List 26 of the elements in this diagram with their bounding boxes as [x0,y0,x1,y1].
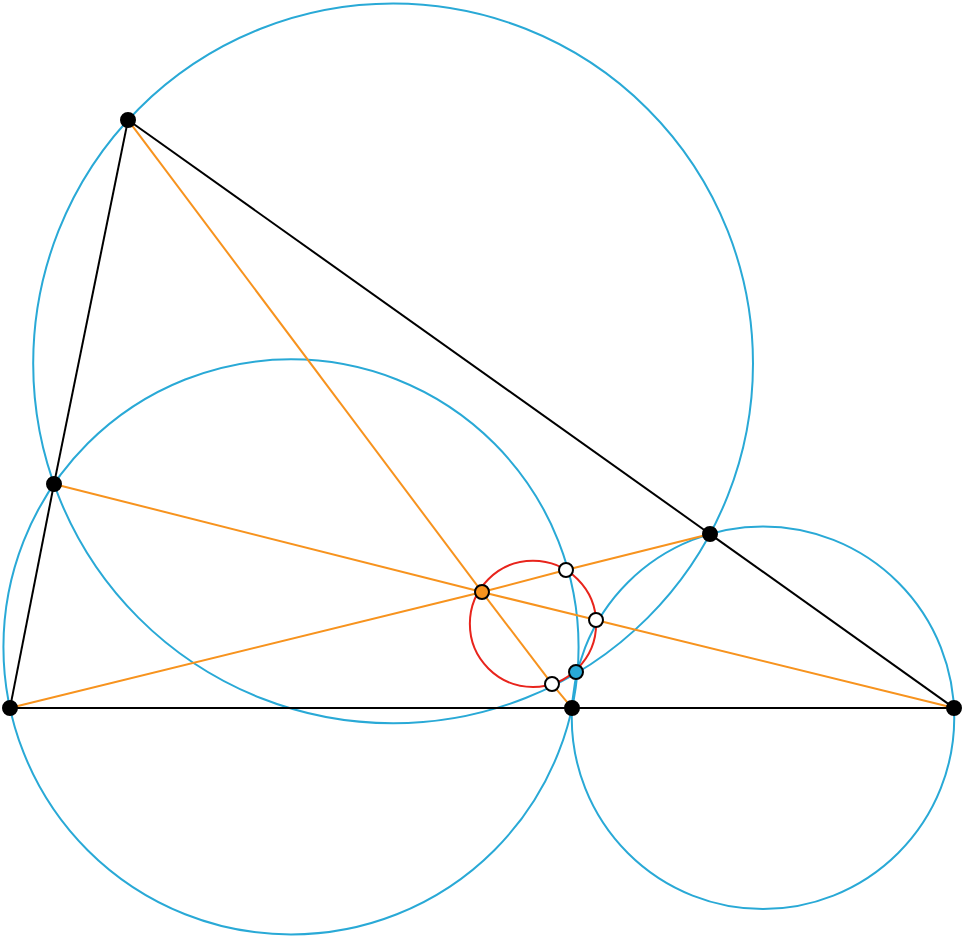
point-marker [702,526,718,542]
line-segment [16,707,566,709]
line-segment [485,596,549,680]
point-marker [946,700,962,716]
line-segment [59,484,477,592]
point-marker [564,700,580,716]
line-segment [555,688,569,704]
line-segment [571,534,705,570]
line-segment [132,123,706,531]
line-segment [131,124,479,588]
point-marker [568,664,584,680]
line-segment [487,592,591,620]
line-segment [578,707,948,709]
point-marker [2,700,18,716]
line-segment [54,125,128,479]
point-marker [474,584,490,600]
line-segment [714,537,950,705]
point-marker [544,676,560,692]
line-segment [601,620,949,708]
point-marker [558,562,574,578]
line-segment [487,570,561,592]
line-segment [10,489,54,703]
line-segment [15,592,477,708]
point-marker [46,476,62,492]
point-marker [588,612,604,628]
point-marker [120,112,136,128]
